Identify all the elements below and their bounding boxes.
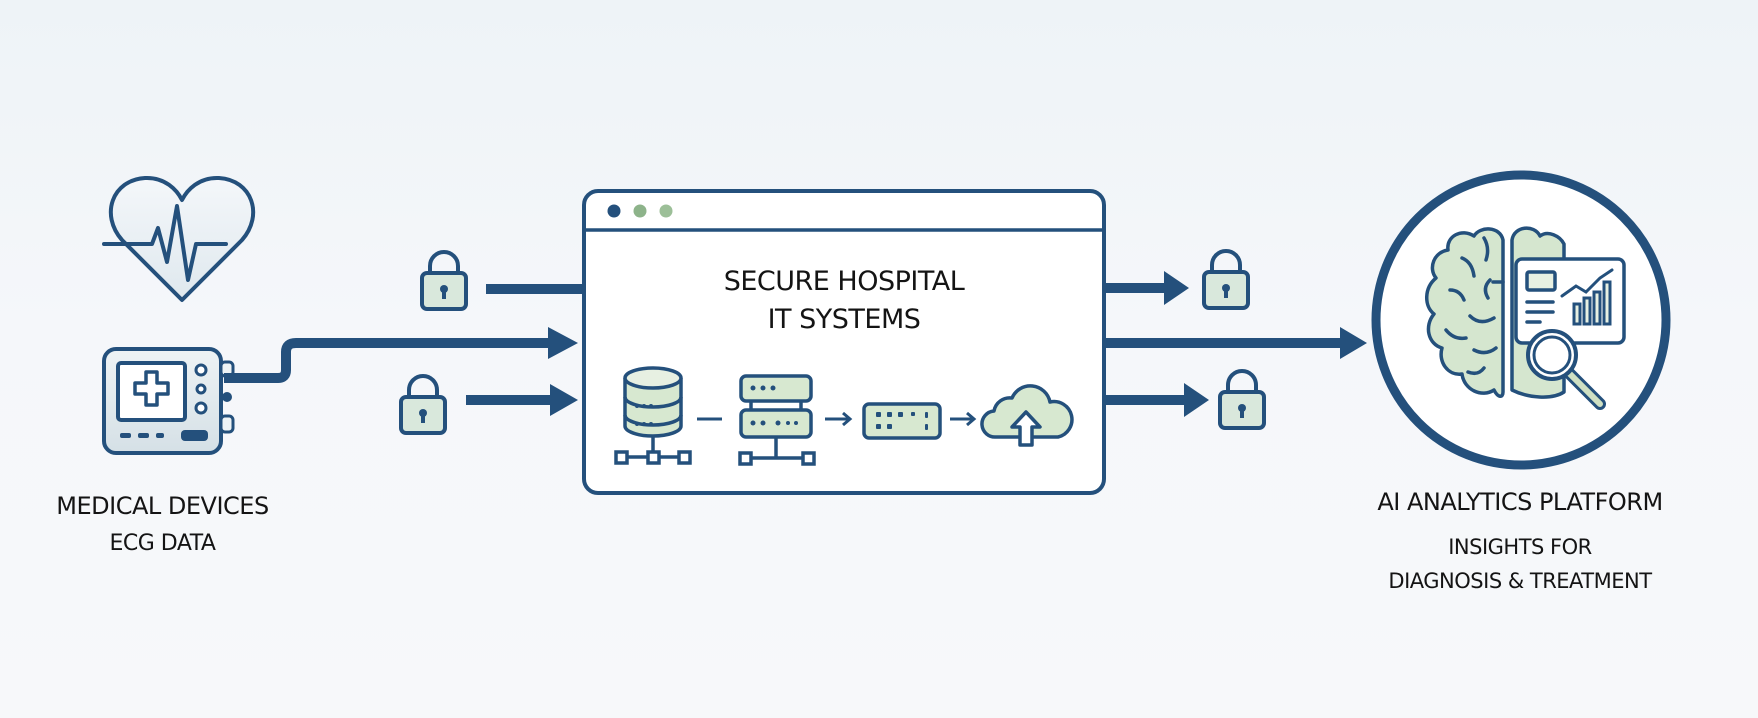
arrowhead-in-bottom [550,384,578,416]
lock-icon [1202,249,1250,310]
upload-arrow [1010,410,1042,447]
lock-icon [1218,369,1266,430]
lock-icon [420,250,468,311]
cross-icon [133,370,170,407]
network-switch-icon [862,402,942,440]
medical-monitor-icon [102,347,235,455]
hub-title-line2: IT SYSTEMS [767,304,921,335]
pipeline-arrow [950,411,977,427]
arrowhead-in-middle [548,327,578,359]
cloud-upload-icon [980,384,1074,447]
destination-subtitle-line2: DIAGNOSIS & TREATMENT [1388,569,1652,593]
window-dot-dark [607,204,621,218]
hospital-it-window [582,189,1106,495]
arrowhead-out-main [1340,327,1367,359]
arrowhead-out-top [1164,271,1189,305]
magnifier-icon [1526,329,1606,410]
window-dot-green [633,204,647,218]
pipeline-arrow [825,411,853,427]
window-dot-green [659,204,673,218]
source-subtitle: ECG DATA [109,531,216,556]
destination-title: AI ANALYTICS PLATFORM [1377,488,1663,516]
destination-subtitle-line1: INSIGHTS FOR [1448,535,1592,559]
ecg-line [102,204,228,282]
source-title: MEDICAL DEVICES [56,492,269,520]
hub-title-line1: SECURE HOSPITAL [723,266,965,297]
lock-icon [399,374,447,435]
heart-ecg-icon [102,175,256,302]
database-icon [614,366,692,465]
server-icon [738,374,816,466]
arrowhead-out-bottom [1184,383,1209,417]
device-cable-arrow [224,338,548,383]
dashboard-icon [1514,257,1626,345]
